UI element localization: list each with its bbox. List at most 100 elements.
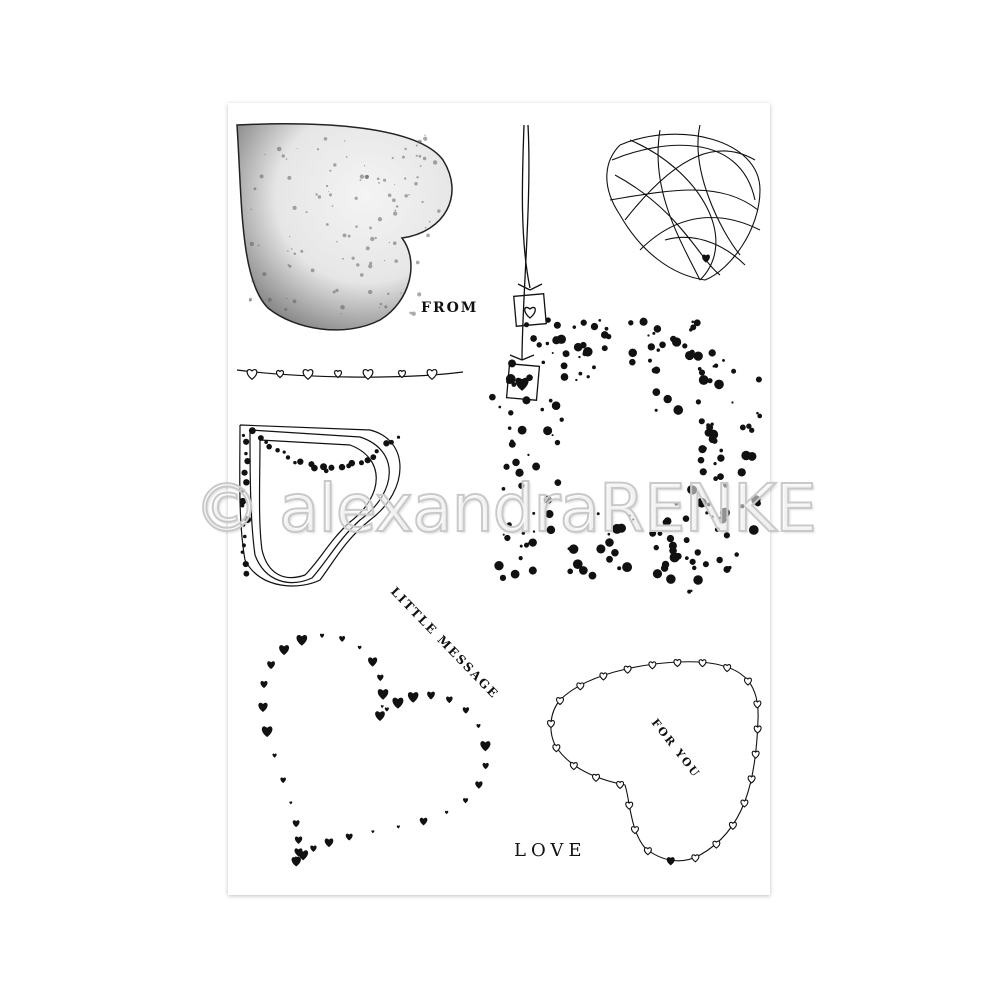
dot xyxy=(722,358,725,362)
small-heart xyxy=(419,817,428,826)
dot xyxy=(628,514,631,517)
dot xyxy=(596,512,600,516)
dot xyxy=(695,399,702,405)
dot xyxy=(504,534,511,542)
texture-speck xyxy=(368,264,373,269)
bead-dot xyxy=(244,451,248,456)
dot xyxy=(583,347,593,357)
texture-speck xyxy=(383,178,387,182)
dot xyxy=(499,574,507,581)
dot xyxy=(586,375,590,379)
dot xyxy=(740,504,745,509)
dot xyxy=(528,566,537,575)
chain-heart xyxy=(723,664,732,673)
dot xyxy=(716,556,723,564)
watermark: © alexandraRENKE xyxy=(193,469,818,548)
small-heart xyxy=(260,681,268,689)
dot xyxy=(663,394,672,404)
texture-speck xyxy=(394,259,398,263)
dot xyxy=(713,461,717,466)
chain-heart xyxy=(666,857,675,866)
dot xyxy=(673,405,684,415)
dot xyxy=(689,558,696,565)
dot xyxy=(723,532,730,539)
dot xyxy=(748,525,759,535)
bead-dot xyxy=(328,464,335,471)
bead-dot xyxy=(239,497,247,505)
texture-speck xyxy=(340,313,342,315)
dot xyxy=(503,463,510,470)
texture-speck xyxy=(287,264,290,267)
dot xyxy=(617,566,622,571)
dot xyxy=(712,365,715,368)
dot xyxy=(669,552,680,563)
bead-dot xyxy=(323,468,329,474)
dot xyxy=(580,341,587,349)
dot xyxy=(656,348,660,352)
dot xyxy=(543,426,553,436)
small-heart xyxy=(371,830,375,834)
texture-speck xyxy=(428,220,431,223)
chain-heart xyxy=(625,801,634,810)
dot xyxy=(714,527,720,532)
texture-speck xyxy=(426,233,430,238)
dot xyxy=(553,321,561,329)
dot xyxy=(696,497,707,508)
bead-dot xyxy=(243,479,250,486)
texture-speck xyxy=(253,187,257,191)
small-heart xyxy=(427,691,435,700)
texture-speck xyxy=(335,288,339,292)
texture-speck xyxy=(325,184,329,188)
dot xyxy=(739,424,746,431)
bead-dot xyxy=(244,457,251,465)
dot xyxy=(662,519,669,526)
chain-heart xyxy=(616,780,625,790)
texture-speck xyxy=(336,240,338,243)
small-heart xyxy=(444,810,449,815)
chain-heart xyxy=(673,659,682,668)
dot xyxy=(508,440,516,448)
dot xyxy=(590,322,599,331)
dot xyxy=(713,363,719,368)
texture-speck xyxy=(355,225,358,228)
texture-speck xyxy=(332,290,336,294)
texture-speck xyxy=(285,158,288,160)
dot xyxy=(527,453,530,457)
texture-speck xyxy=(251,279,255,283)
chain-heart xyxy=(556,696,564,706)
texture-speck xyxy=(411,311,416,316)
texture-speck xyxy=(359,273,364,277)
texture-speck xyxy=(365,246,370,251)
dot xyxy=(578,355,581,359)
texture-speck xyxy=(370,236,375,242)
dot xyxy=(607,532,611,536)
texture-speck xyxy=(424,226,427,229)
small-heart xyxy=(380,705,384,708)
dot xyxy=(737,468,746,477)
dot xyxy=(713,476,719,482)
texture-speck xyxy=(323,137,328,141)
texture-speck xyxy=(329,193,333,197)
texture-speck xyxy=(379,302,383,306)
texture-speck xyxy=(414,181,418,186)
dot xyxy=(702,561,709,568)
chain-heart xyxy=(546,720,555,729)
chain-heart xyxy=(643,847,652,856)
garland-heart xyxy=(362,368,374,381)
small-heart xyxy=(294,856,300,862)
dot xyxy=(687,485,698,495)
dot xyxy=(652,388,661,396)
dot xyxy=(523,322,530,328)
texture-speck xyxy=(317,195,322,199)
chain-heart xyxy=(698,659,707,668)
bead-dot xyxy=(242,523,246,527)
texture-speck xyxy=(259,174,264,179)
bead-dot xyxy=(282,450,286,454)
dot xyxy=(532,462,541,471)
texture-speck xyxy=(356,263,360,267)
dot xyxy=(518,556,523,561)
dot xyxy=(526,374,533,381)
chain-heart xyxy=(569,762,578,771)
dot xyxy=(685,350,695,361)
